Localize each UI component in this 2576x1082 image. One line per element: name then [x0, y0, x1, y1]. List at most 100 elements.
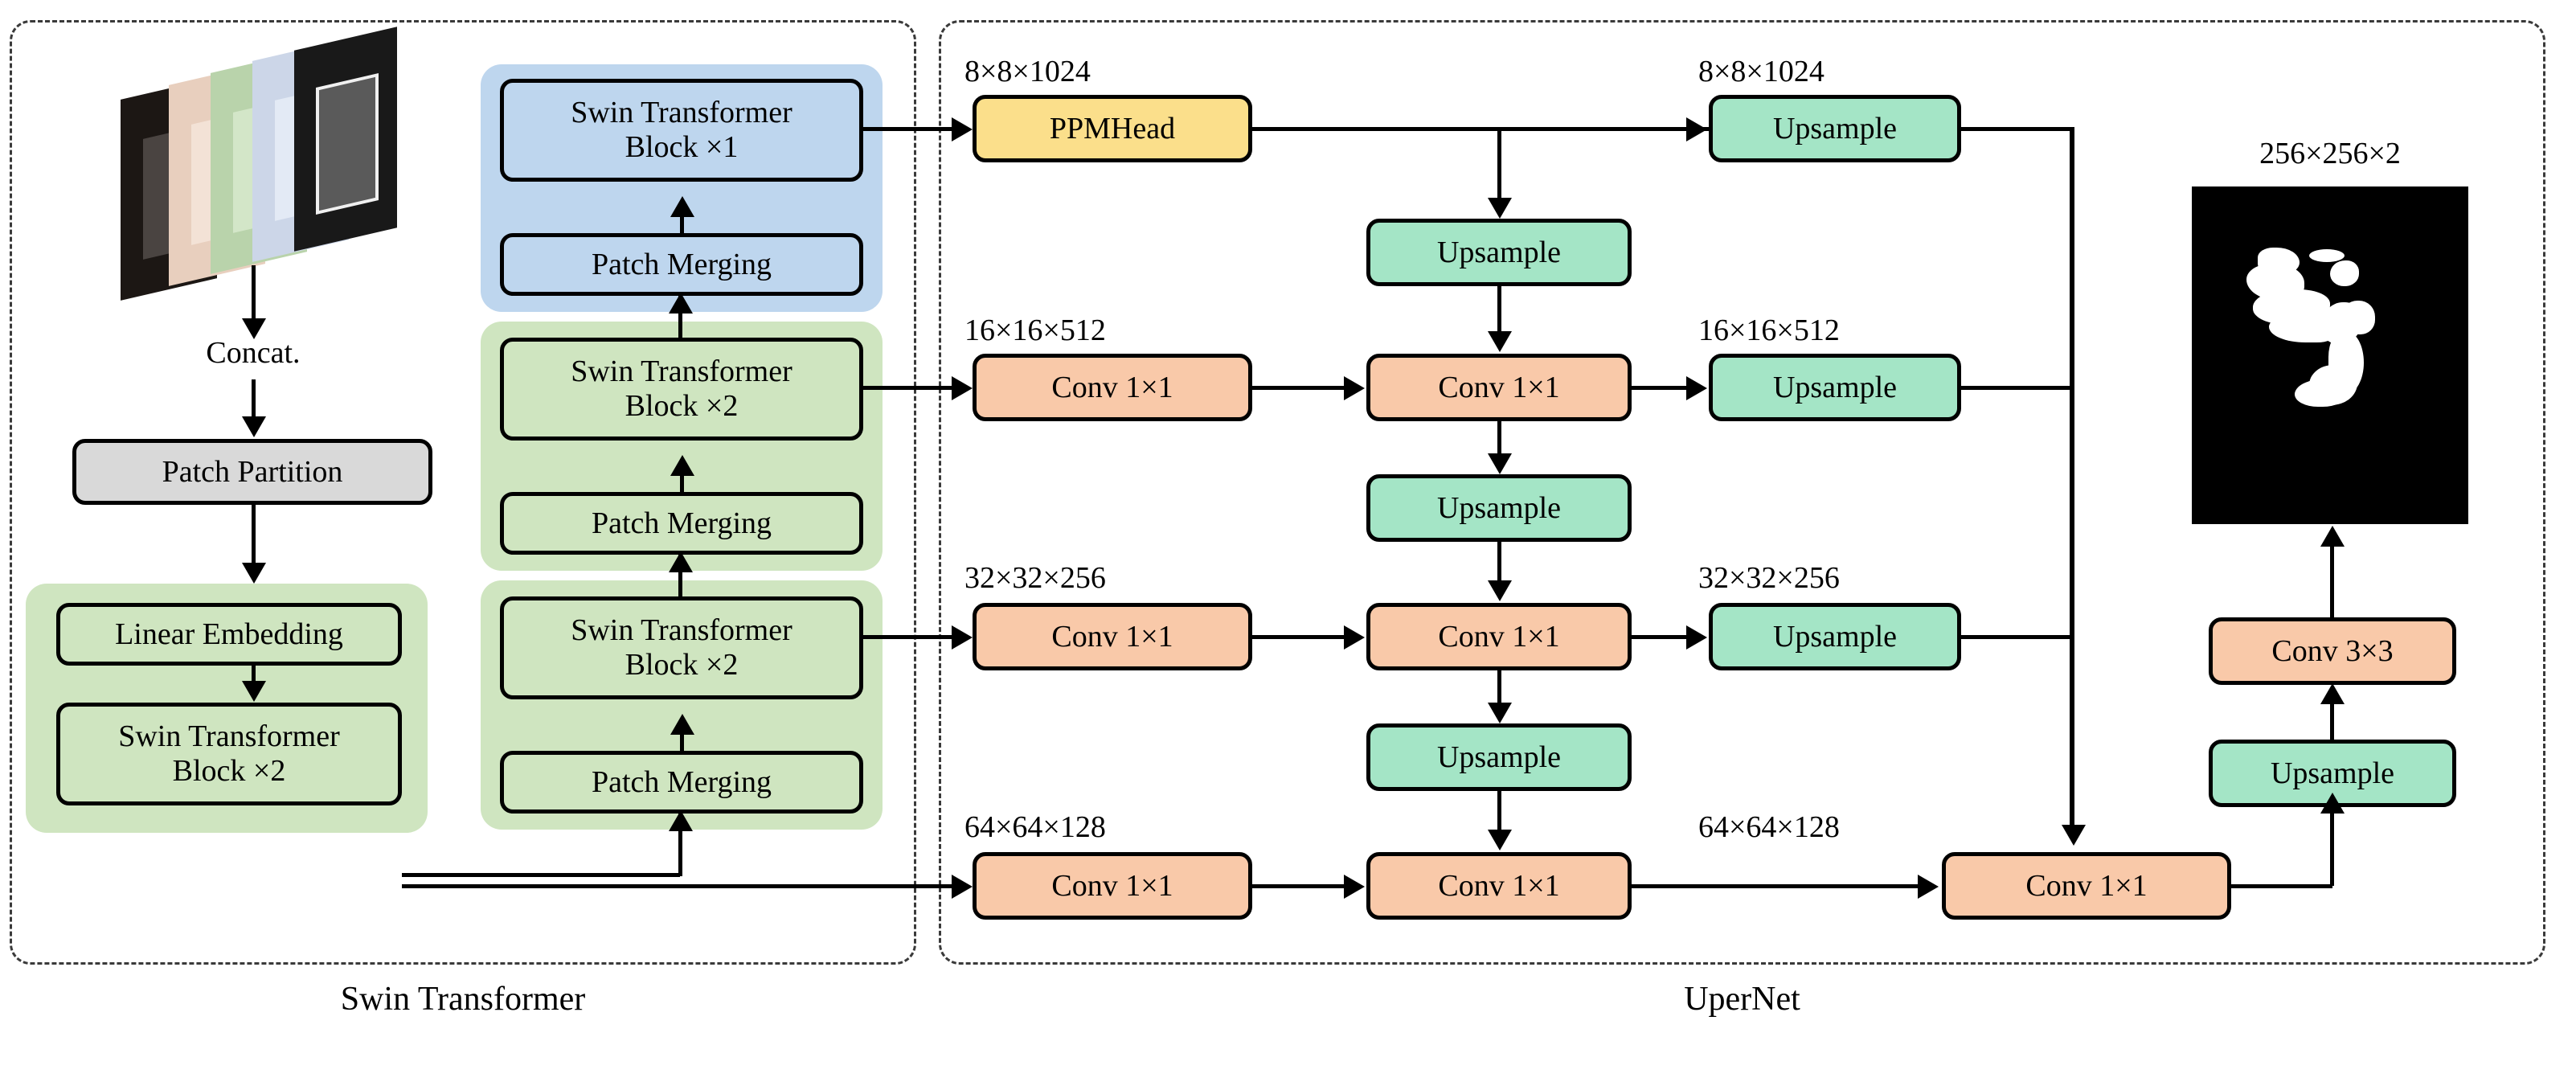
final-concat-conv[interactable]: Conv 1×1	[1942, 852, 2231, 920]
arrowhead-stage3-to-lateral2	[952, 625, 973, 650]
connector-linear-embedding-to-stage1-block	[252, 666, 256, 685]
connector-head-riser	[2330, 809, 2334, 886]
input-slice-5-outline	[316, 72, 379, 215]
arrowhead-linear-embedding-to-stage1-block	[242, 681, 266, 702]
merge-spine	[2070, 127, 2074, 826]
out-dim-label-2: 32×32×256	[1698, 561, 1840, 595]
arrowhead-stage4-to-ppmhead	[952, 117, 973, 141]
connector-head-upsample-to-conv	[2330, 701, 2334, 741]
connector-upsample2-to-fuseconv2	[1497, 542, 1501, 582]
connector-fuseconv3-to-final-conv	[1632, 884, 1923, 888]
out-dim-label-1: 16×16×512	[1698, 314, 1840, 347]
out-upsample-2[interactable]: Upsample	[1709, 603, 1961, 670]
concat-label: Concat.	[206, 336, 301, 370]
arrowhead-lateral1-to-fuseconv1	[1344, 376, 1365, 400]
patch-partition-box[interactable]: Patch Partition	[72, 439, 432, 505]
swin-block-stage1[interactable]: Swin Transformer Block ×2	[56, 703, 402, 805]
arrowhead-head-conv-to-output	[2320, 526, 2345, 547]
connector-stage1-to-stage3	[678, 814, 682, 876]
arrowhead-stage4-merge-to-block	[670, 196, 694, 217]
patch-merging-stage3[interactable]: Patch Merging	[500, 751, 863, 814]
arrowhead-stage3-to-stage2	[669, 551, 693, 572]
head-conv-3x3[interactable]: Conv 3×3	[2209, 617, 2456, 685]
connector-stage4-merge-to-block	[680, 215, 684, 235]
connector-patch-partition-to-linear-embedding	[252, 505, 256, 564]
upernet-caption: UperNet	[1684, 981, 1800, 1018]
fuse-upsample-1[interactable]: Upsample	[1366, 219, 1632, 286]
arrowhead-stage1-to-stage3	[669, 810, 693, 831]
connector-lateral1-to-fuseconv1	[1252, 386, 1347, 390]
arrowhead-ppm-to-out-upsample-0	[1686, 117, 1707, 141]
arrowhead-stage2-merge-to-block	[670, 455, 694, 476]
lateral-dim-label-2: 32×32×256	[964, 561, 1106, 595]
connector-stage3-to-lateral2	[863, 635, 955, 639]
swin-block-stage3[interactable]: Swin Transformer Block ×2	[500, 596, 863, 699]
arrowhead-upsample1-to-fuseconv1	[1488, 331, 1512, 352]
connector-stage2-merge-to-block	[680, 474, 684, 494]
output-dim-label: 256×256×2	[2259, 137, 2401, 170]
swin-block-stage4[interactable]: Swin Transformer Block ×1	[500, 79, 863, 182]
connector-final-conv-to-head	[2231, 884, 2332, 888]
connector-fuseconv1-to-outupsample1	[1632, 386, 1691, 390]
out-dim-label-3: 64×64×128	[1698, 810, 1840, 844]
connector-upsample3-to-fuseconv3	[1497, 791, 1501, 831]
connector-lateral2-to-fuseconv2	[1252, 635, 1347, 639]
lateral-conv-3[interactable]: Conv 1×1	[973, 852, 1252, 920]
fuse-conv-2[interactable]: Conv 1×1	[1366, 603, 1632, 670]
arrowhead-lateral3-to-fuseconv3	[1344, 875, 1365, 899]
arrowhead-to-head-upsample	[2320, 793, 2345, 814]
arrowhead-stage2-to-stage4	[669, 293, 693, 314]
upernet-frame	[939, 20, 2545, 965]
fuse-conv-1[interactable]: Conv 1×1	[1366, 354, 1632, 421]
connector-lateral3-to-fuseconv3	[1252, 884, 1347, 888]
lateral-dim-label-1: 16×16×512	[964, 314, 1106, 347]
merge-rail-1	[1961, 386, 2074, 390]
output-prediction-image	[2192, 186, 2468, 524]
connector-stage2-to-stage4	[678, 296, 682, 341]
fuse-upsample-2[interactable]: Upsample	[1366, 474, 1632, 542]
connector-ppmhead-out	[1252, 127, 1751, 131]
arrowhead-upsample3-to-fuseconv3	[1488, 830, 1512, 850]
patch-merging-stage2[interactable]: Patch Merging	[500, 492, 863, 555]
arrowhead-fuseconv2-to-upsample3	[1488, 703, 1512, 723]
lateral-conv-2[interactable]: Conv 1×1	[973, 603, 1252, 670]
fuse-conv-3[interactable]: Conv 1×1	[1366, 852, 1632, 920]
connector-stack-to-concat	[252, 265, 256, 320]
connector-stage3-merge-to-block	[680, 733, 684, 752]
arrowhead-patch-partition-to-linear-embedding	[242, 563, 266, 584]
patch-merging-stage4[interactable]: Patch Merging	[500, 233, 863, 296]
connector-stage4-to-ppmhead	[863, 127, 955, 131]
arrowhead-stage3-merge-to-block	[670, 714, 694, 735]
input-image-stack	[121, 27, 426, 322]
out-upsample-0[interactable]: Upsample	[1709, 95, 1961, 162]
arrowhead-fuseconv1-to-outupsample1	[1686, 376, 1707, 400]
linear-embedding-box[interactable]: Linear Embedding	[56, 603, 402, 666]
merge-rail-2	[1961, 635, 2074, 639]
arrowhead-fuseconv1-to-upsample2	[1488, 453, 1512, 474]
merge-rail-0	[1961, 127, 2074, 131]
arrowhead-head-upsample-to-conv	[2320, 683, 2345, 704]
connector-head-conv-to-output	[2330, 543, 2334, 619]
connector-ppmhead-down-to-upsample1	[1497, 127, 1501, 201]
connector-stage2-to-lateral1	[863, 386, 955, 390]
arrowhead-fuseconv2-to-outupsample2	[1686, 625, 1707, 650]
fuse-upsample-3[interactable]: Upsample	[1366, 723, 1632, 791]
arrowhead-merge-to-final-conv	[2062, 825, 2086, 846]
lateral-dim-label-3: 64×64×128	[964, 810, 1106, 844]
out-upsample-1[interactable]: Upsample	[1709, 354, 1961, 421]
swin-block-stage2[interactable]: Swin Transformer Block ×2	[500, 338, 863, 441]
swin-transformer-frame	[10, 20, 916, 965]
arrowhead-stage2-to-lateral1	[952, 376, 973, 400]
arrowhead-stack-to-concat	[242, 318, 266, 339]
lateral-conv-1[interactable]: Conv 1×1	[973, 354, 1252, 421]
connector-stage1-rail	[402, 873, 680, 877]
connector-stage1-to-lateral3	[402, 884, 955, 888]
connector-stage3-to-stage2	[678, 555, 682, 600]
ppmhead-box[interactable]: PPMHead	[973, 95, 1252, 162]
connector-upsample1-to-fuseconv1	[1497, 286, 1501, 333]
arrowhead-lateral2-to-fuseconv2	[1344, 625, 1365, 650]
out-dim-label-0: 8×8×1024	[1698, 55, 1824, 88]
swin-transformer-caption: Swin Transformer	[340, 981, 586, 1018]
arrowhead-ppmhead-to-upsample1	[1488, 198, 1512, 219]
arrowhead-stage1-to-lateral3	[952, 875, 973, 899]
